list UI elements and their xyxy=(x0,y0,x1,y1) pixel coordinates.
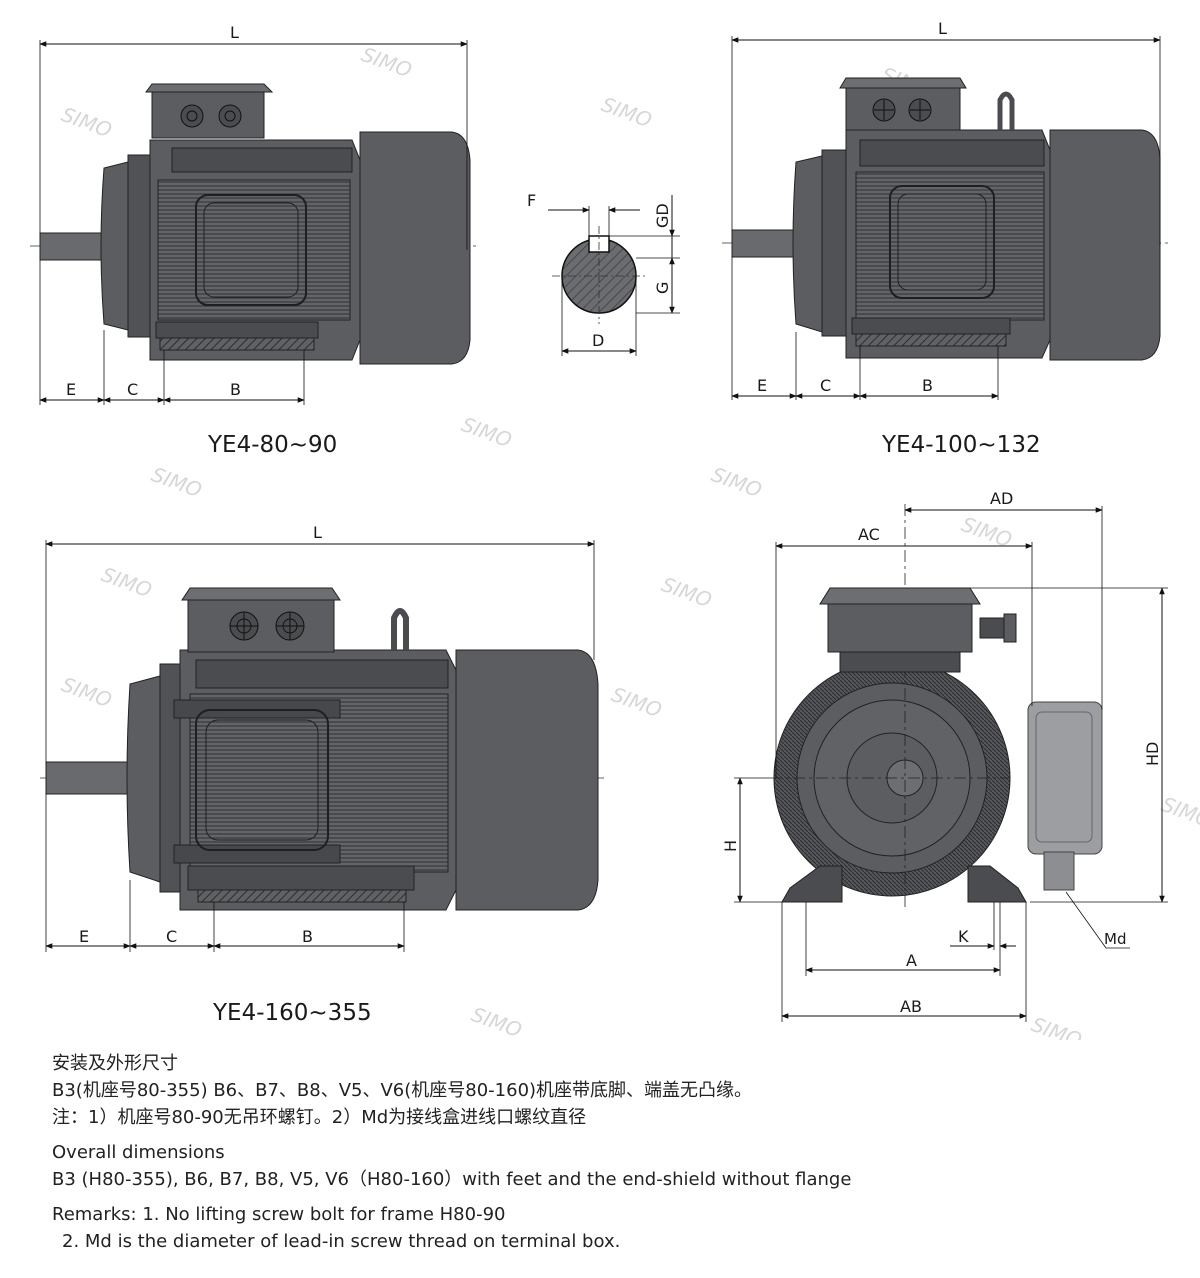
dim-L: L xyxy=(938,19,947,38)
side-panel xyxy=(195,194,307,306)
dim-Md: Md xyxy=(1104,930,1126,948)
dim-E: E xyxy=(66,380,76,399)
dim-E: E xyxy=(79,927,89,946)
dim-L: L xyxy=(313,523,322,542)
dim-HD: HD xyxy=(1143,742,1162,766)
fan-cover xyxy=(455,649,599,911)
watermark-text: SIMO xyxy=(148,462,205,502)
mounting-feet xyxy=(187,865,415,891)
watermark-text: SIMO xyxy=(608,682,665,722)
terminal-box xyxy=(151,91,265,139)
view-title-100-132: YE4-100~132 xyxy=(881,432,1041,458)
dim-B: B xyxy=(302,927,313,946)
terminal-box-side xyxy=(1027,701,1103,855)
dim-A: A xyxy=(906,951,917,970)
motor-view-80-90: L E C B YE4-80~90 xyxy=(30,23,478,458)
watermark-text: SIMO xyxy=(58,672,115,712)
dim-D: D xyxy=(592,331,604,350)
cable-gland xyxy=(979,617,1005,639)
terminal-box xyxy=(187,599,335,653)
motor-view-160-355: L E C B YE4-160~355 xyxy=(40,523,608,1026)
cn-line-1: B3(机座号80-355) B6、B7、B8、V5、V6(机座号80-160)机… xyxy=(52,1080,753,1101)
watermark-text: SIMO xyxy=(598,92,655,132)
watermark-text: SIMO xyxy=(1158,792,1200,832)
cn-line-2: 注：1）机座号80-90无吊环螺钉。2）Md为接线盒进线口螺纹直径 xyxy=(52,1107,587,1128)
view-title-80-90: YE4-80~90 xyxy=(207,432,337,458)
en-line-1: B3 (H80-355), B6, B7, B8, V5, V6（H80-160… xyxy=(52,1169,852,1190)
dim-F: F xyxy=(527,191,536,210)
shaft-section: F GD G D xyxy=(527,191,680,356)
drawing-canvas: SIMO SIMO SIMO SIMO SIMO SIMO SIMO SIMO … xyxy=(30,19,1200,1040)
dim-L: L xyxy=(230,23,239,42)
dim-AD: AD xyxy=(990,489,1013,508)
dim-H: H xyxy=(721,840,740,852)
dim-C: C xyxy=(166,927,177,946)
lifting-eye xyxy=(997,91,1015,130)
dim-C: C xyxy=(820,376,831,395)
en-remark-2: 2. Md is the diameter of lead-in screw t… xyxy=(62,1231,621,1252)
motor-end-view: AD AC HD H K A AB Md xyxy=(721,489,1168,1022)
watermark-text: SIMO xyxy=(658,572,715,612)
shaft xyxy=(39,232,105,261)
watermark-text: SIMO xyxy=(1028,1012,1085,1040)
watermark-text: SIMO xyxy=(98,562,155,602)
watermark-text: SIMO xyxy=(358,42,415,82)
gland-left xyxy=(180,104,204,128)
dim-G: G xyxy=(653,282,672,294)
mounting-feet xyxy=(155,321,319,339)
watermark-text: SIMO xyxy=(708,462,765,502)
watermark-text: SIMO xyxy=(58,102,115,142)
dim-AC: AC xyxy=(858,525,880,544)
side-panel xyxy=(195,709,329,851)
watermark-text: SIMO xyxy=(458,412,515,452)
motor-view-100-132: L E C B YE4-100~132 xyxy=(722,19,1172,458)
watermark-text: SIMO xyxy=(468,1002,525,1040)
fan-cover xyxy=(1049,129,1161,361)
end-shield xyxy=(100,161,129,331)
dim-GD: GD xyxy=(653,203,672,228)
side-panel xyxy=(889,185,995,299)
terminal-box xyxy=(845,87,961,131)
cn-title: 安装及外形尺寸 xyxy=(52,1053,178,1074)
mounting-feet xyxy=(851,317,1011,335)
dim-AB: AB xyxy=(900,997,922,1016)
dim-K: K xyxy=(958,927,969,946)
shaft xyxy=(45,761,131,795)
en-remark-1: Remarks: 1. No lifting screw bolt for fr… xyxy=(52,1204,506,1225)
shaft xyxy=(731,229,797,258)
view-title-160-355: YE4-160~355 xyxy=(212,1000,372,1026)
lifting-eye xyxy=(391,608,409,650)
end-shield xyxy=(126,675,161,883)
en-title: Overall dimensions xyxy=(52,1142,225,1163)
gland-right xyxy=(218,104,242,128)
notes-block: 安装及外形尺寸 B3(机座号80-355) B6、B7、B8、V5、V6(机座号… xyxy=(52,1050,1152,1255)
end-shield xyxy=(792,155,823,333)
dim-E: E xyxy=(757,376,767,395)
end-view-feet xyxy=(781,865,843,903)
terminal-box-top xyxy=(827,603,973,653)
dim-C: C xyxy=(127,380,138,399)
dim-B: B xyxy=(922,376,933,395)
dim-B: B xyxy=(230,380,241,399)
fan-cover xyxy=(359,131,471,365)
